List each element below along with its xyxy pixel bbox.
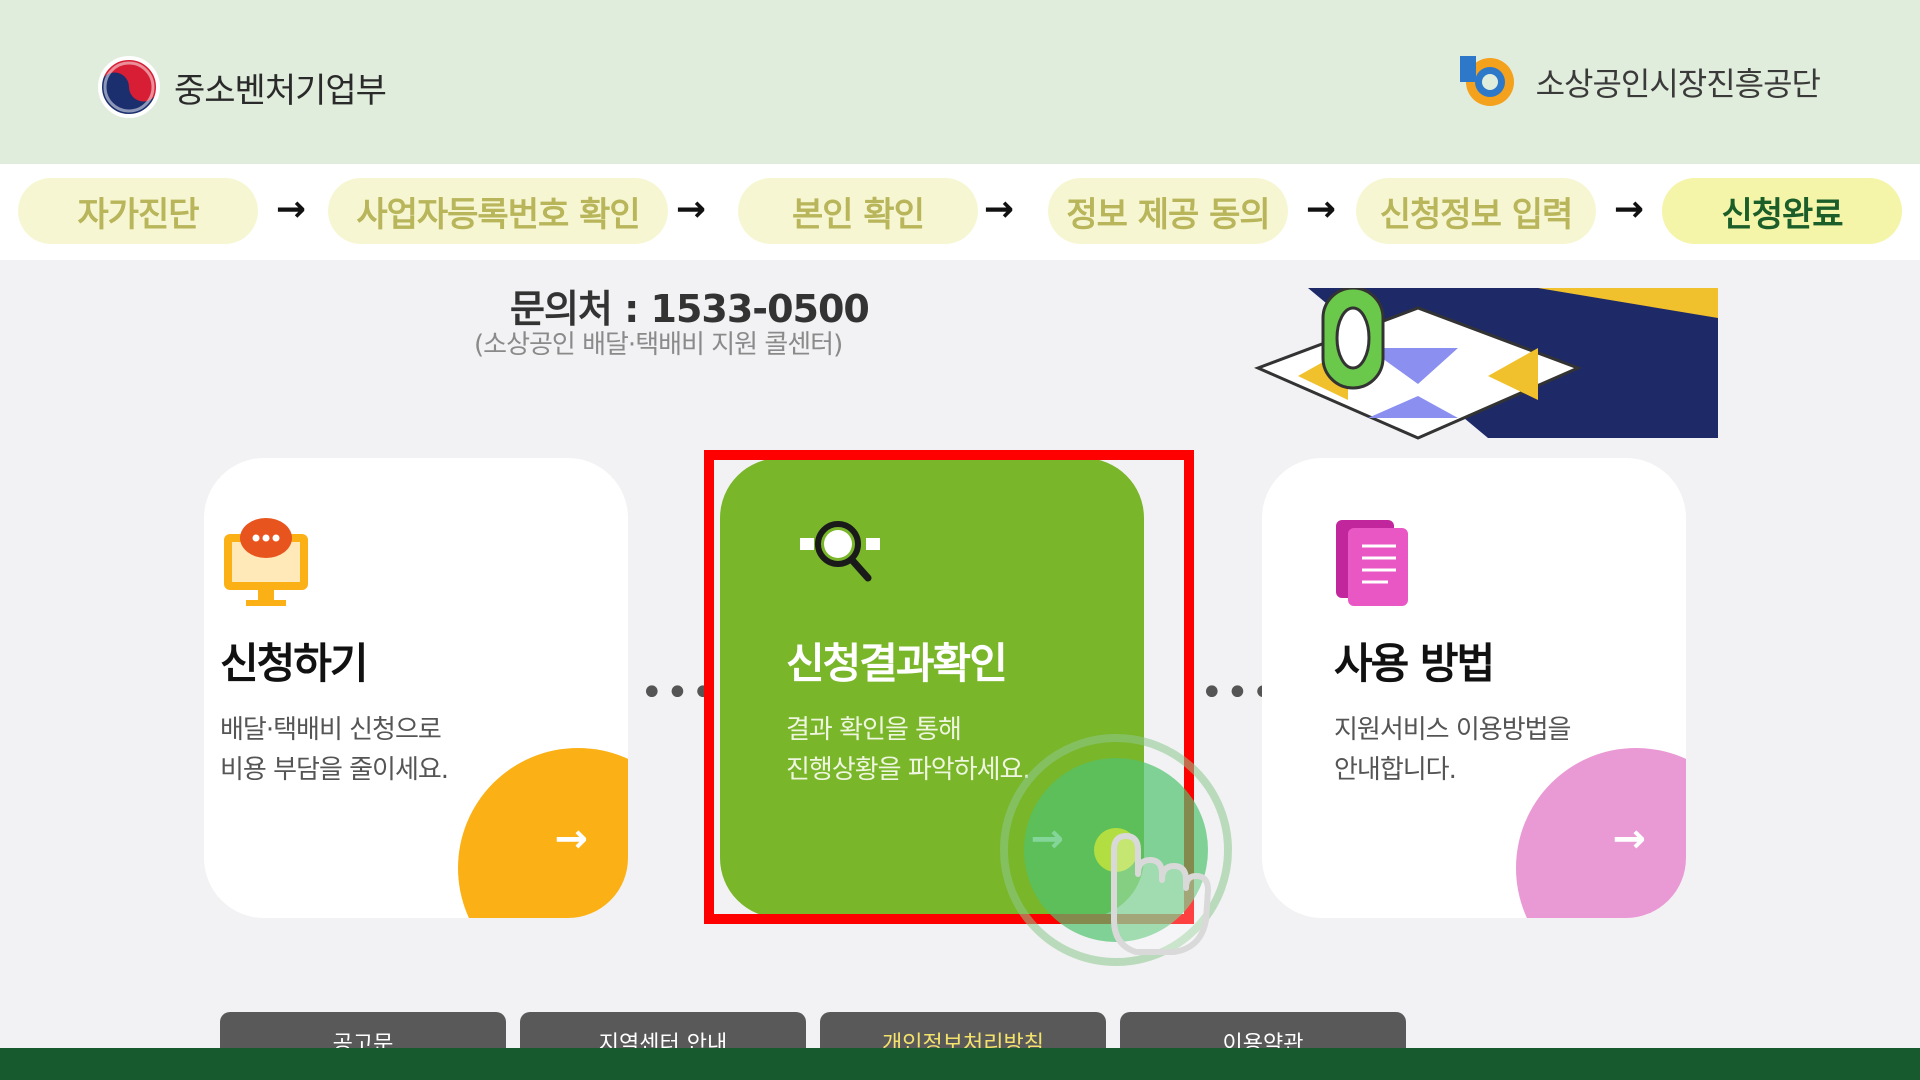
- usage-guide-card[interactable]: 사용 방법 지원서비스 이용방법을 안내합니다. →: [1262, 458, 1686, 918]
- arrow-right-icon[interactable]: →: [554, 816, 588, 862]
- agency-name: 소상공인시장진흥공단: [1535, 65, 1821, 103]
- step-arrow-icon: →: [275, 189, 307, 230]
- apply-card-title: 신청하기: [220, 639, 369, 688]
- agency-emblem-icon: [1459, 56, 1514, 106]
- step-identity: 본인 확인: [738, 178, 978, 244]
- usage-card-title: 사용 방법: [1334, 639, 1495, 688]
- dots-separator: •••: [640, 670, 717, 716]
- contact-title: 문의처 : 1533-0500: [510, 287, 870, 331]
- usage-card-desc: 지원서비스 이용방법을 안내합니다.: [1334, 710, 1571, 790]
- result-card-desc: 결과 확인을 통해 진행상황을 파악하세요.: [786, 710, 1031, 790]
- result-check-card[interactable]: 신청결과확인 결과 확인을 통해 진행상황을 파악하세요. →: [720, 458, 1144, 918]
- site-header: 중소벤처기업부 소상공인시장진흥공단: [0, 0, 1920, 164]
- agency-logo[interactable]: 소상공인시장진흥공단: [1456, 54, 1821, 110]
- step-input: 신청정보 입력: [1356, 178, 1596, 244]
- step-arrow-icon: →: [1305, 189, 1337, 230]
- usage-card-desc-line1: 지원서비스 이용방법을: [1334, 715, 1571, 745]
- apply-card-corner: [458, 748, 628, 918]
- ministry-logo[interactable]: 중소벤처기업부: [98, 56, 387, 118]
- monitor-chat-icon: [224, 518, 308, 606]
- step-arrow-icon: →: [983, 189, 1015, 230]
- apply-card[interactable]: 신청하기 배달·택배비 신청으로 비용 부담을 줄이세요. →: [204, 458, 628, 918]
- step-business-number: 사업자등록번호 확인: [328, 178, 668, 244]
- result-card-desc-line1: 결과 확인을 통해: [786, 715, 962, 745]
- usage-card-desc-line2: 안내합니다.: [1334, 755, 1457, 785]
- result-card-title: 신청결과확인: [786, 639, 1008, 688]
- hand-cursor-icon: [1000, 734, 1232, 966]
- ministry-name: 중소벤처기업부: [174, 70, 387, 111]
- taegeuk-icon: [98, 56, 160, 118]
- apply-card-desc-line1: 배달·택배비 신청으로: [220, 715, 442, 745]
- arrow-right-icon[interactable]: →: [1612, 816, 1646, 862]
- step-self-diagnosis: 자가진단: [18, 178, 258, 244]
- step-arrow-icon: →: [675, 189, 707, 230]
- main-content: 문의처 : 1533-0500 (소상공인 배달·택배비 지원 콜센터) 신청하…: [0, 260, 1920, 1050]
- bottom-bar: [0, 1048, 1920, 1080]
- document-icon: [1336, 520, 1408, 606]
- search-icon: [800, 521, 880, 582]
- apply-card-desc-line2: 비용 부담을 줄이세요.: [220, 755, 449, 785]
- isometric-illustration: [1238, 288, 1718, 468]
- step-complete: 신청완료: [1662, 178, 1902, 244]
- result-card-desc-line2: 진행상황을 파악하세요.: [786, 755, 1031, 785]
- progress-steps: 자가진단 → 사업자등록번호 확인 → 본인 확인 → 정보 제공 동의 → 신…: [0, 164, 1920, 260]
- step-consent: 정보 제공 동의: [1048, 178, 1288, 244]
- contact-subtitle: (소상공인 배달·택배비 지원 콜센터): [474, 330, 843, 360]
- step-arrow-icon: →: [1613, 189, 1645, 230]
- apply-card-desc: 배달·택배비 신청으로 비용 부담을 줄이세요.: [220, 710, 449, 790]
